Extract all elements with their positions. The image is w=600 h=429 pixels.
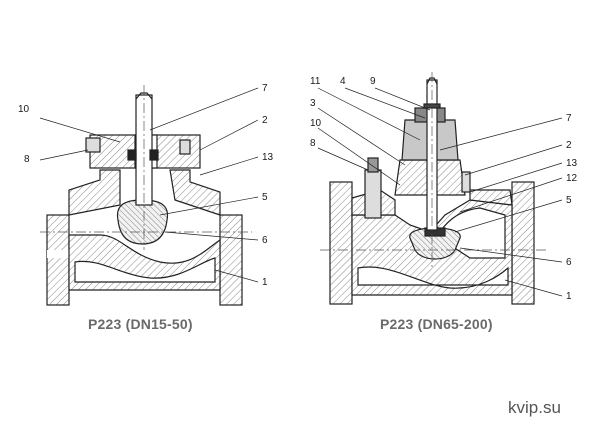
left-valve-drawing <box>39 85 259 306</box>
left-callout-1: 1 <box>262 277 268 288</box>
left-callout-6: 6 <box>262 235 268 246</box>
right-callout-3: 3 <box>310 98 316 109</box>
right-diagram-caption: P223 (DN65-200) <box>380 316 493 332</box>
right-callout-9: 9 <box>370 76 376 87</box>
left-diagram-caption: P223 (DN15-50) <box>88 316 193 332</box>
right-callout-7: 7 <box>566 113 572 124</box>
right-callout-2: 2 <box>566 140 572 151</box>
brand-watermark: kvip.su <box>508 398 561 417</box>
right-callout-10: 10 <box>310 118 322 129</box>
left-callout-5: 5 <box>262 192 268 203</box>
left-callout-13: 13 <box>262 152 274 163</box>
right-valve-drawing <box>317 72 563 305</box>
right-callout-1: 1 <box>566 291 572 302</box>
right-callout-13: 13 <box>566 158 578 169</box>
right-callout-5: 5 <box>566 195 572 206</box>
right-callout-11: 11 <box>310 76 321 87</box>
right-callout-6: 6 <box>566 257 572 268</box>
left-callout-2: 2 <box>262 115 268 126</box>
right-callout-4: 4 <box>340 76 346 87</box>
left-callout-10: 10 <box>18 104 30 115</box>
left-callout-8: 8 <box>24 154 30 165</box>
right-callout-8: 8 <box>310 138 316 149</box>
left-callout-7: 7 <box>262 83 268 94</box>
right-callout-12: 12 <box>566 173 578 184</box>
